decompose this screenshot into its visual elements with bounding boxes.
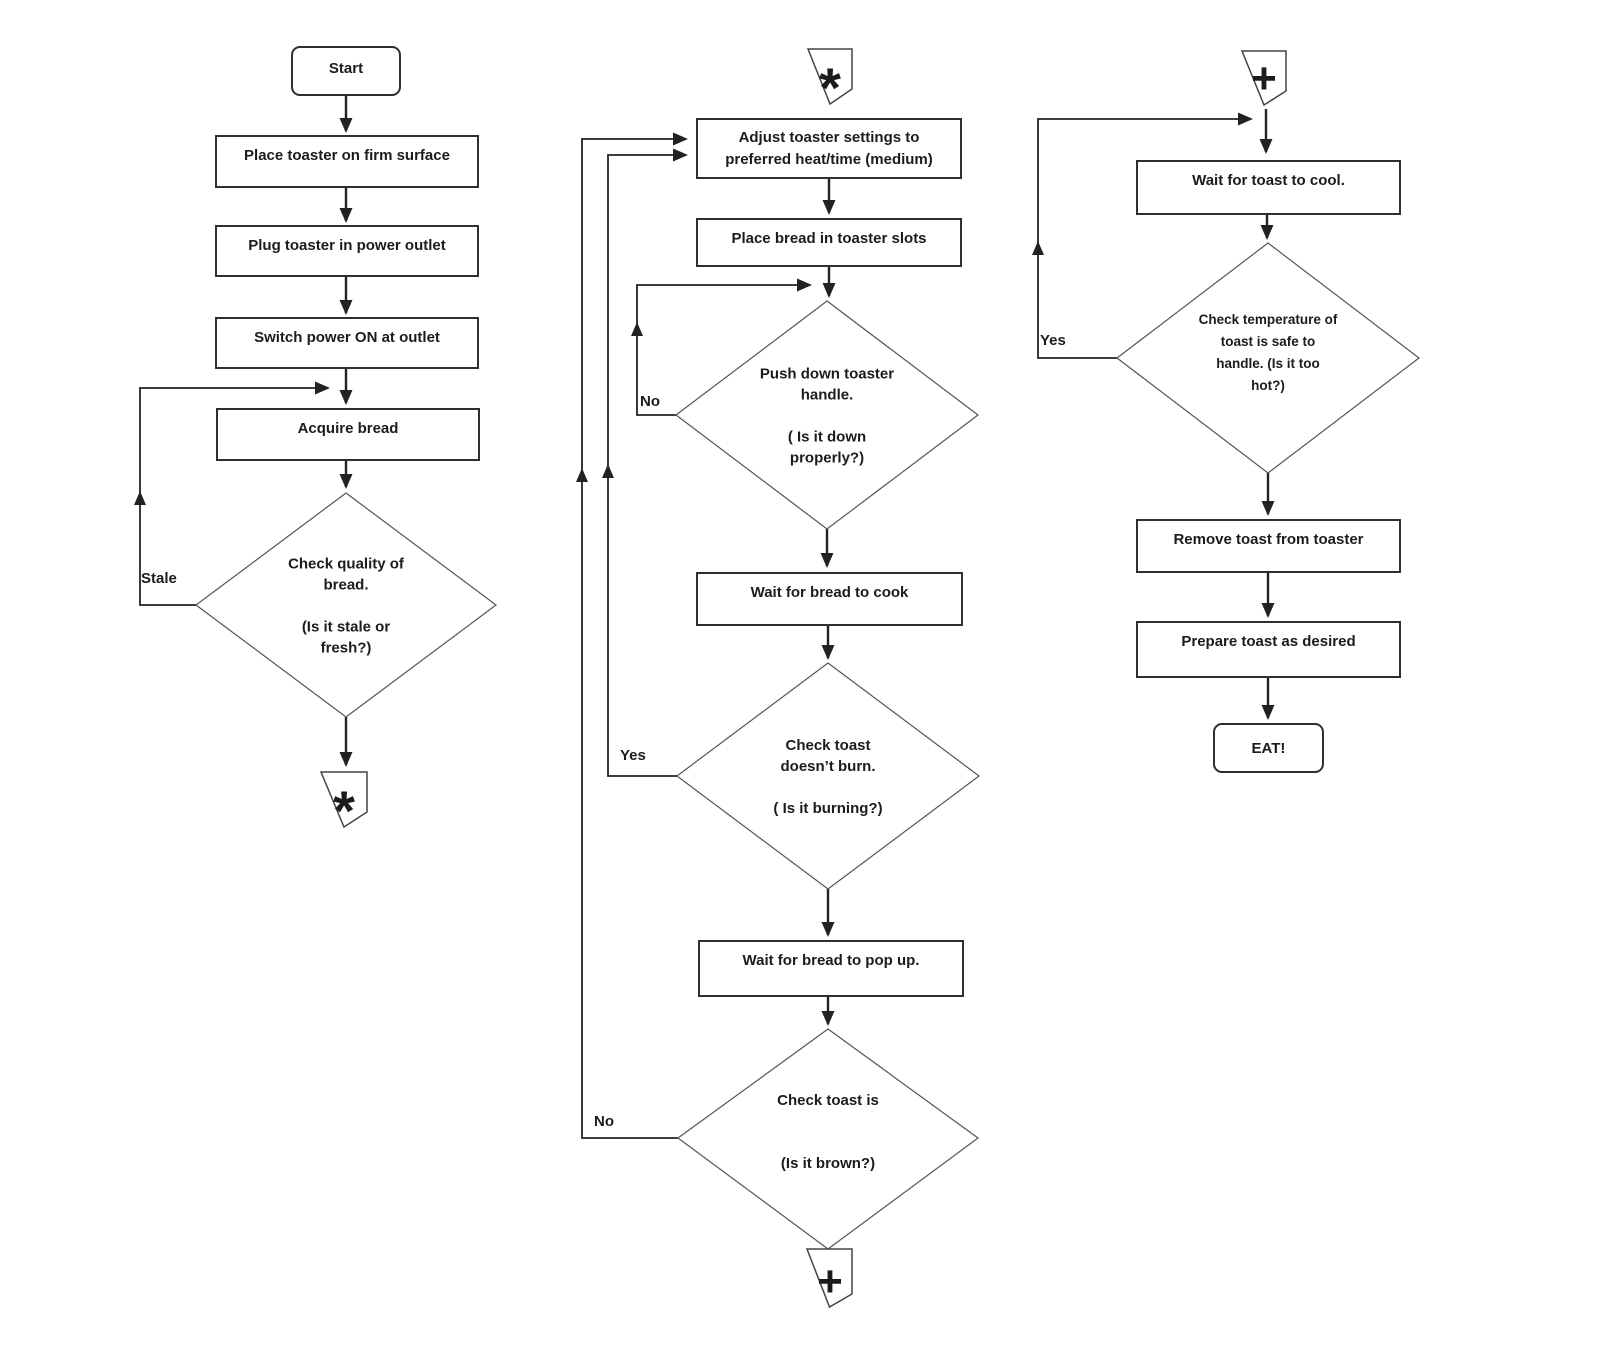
process-place-bread: Place bread in toaster slots xyxy=(696,218,962,267)
decision-check-temperature-shape xyxy=(1116,242,1420,474)
process-acquire-bread: Acquire bread xyxy=(216,408,480,461)
decision-check-bread-quality-shape xyxy=(194,492,498,718)
decision-push-handle-shape xyxy=(675,300,979,530)
edge-label-yes-too-hot: Yes xyxy=(1040,332,1066,349)
offpage-connectors: * * + + xyxy=(319,48,1287,1309)
process-adjust-settings: Adjust toaster settings to preferred hea… xyxy=(696,118,962,179)
decision-check-brown-label: Check toast is (Is it brown?) xyxy=(777,1092,879,1172)
process-wait-pop-up: Wait for bread to pop up. xyxy=(698,940,964,997)
connector-plus-out-shape xyxy=(805,1248,853,1309)
process-prepare-toast: Prepare toast as desired xyxy=(1136,621,1401,678)
edge-label-no-brown: No xyxy=(594,1113,614,1130)
plus-icon: + xyxy=(817,1257,843,1306)
process-switch-power: Switch power ON at outlet xyxy=(215,317,479,369)
decision-check-temperature-label: Check temperature of toast is safe to ha… xyxy=(1198,312,1338,393)
process-wait-cool: Wait for toast to cool. xyxy=(1136,160,1401,215)
terminator-eat: EAT! xyxy=(1213,723,1324,773)
decision-shapes xyxy=(194,242,1420,1250)
flow-arrows xyxy=(339,96,1275,1026)
edge-label-stale: Stale xyxy=(141,570,177,587)
process-place-toaster: Place toaster on firm surface xyxy=(215,135,479,188)
connector-star-in-shape xyxy=(806,48,853,106)
edge-label-yes-burning: Yes xyxy=(620,747,646,764)
feedback-loops xyxy=(134,112,1253,1139)
star-icon: * xyxy=(819,56,841,119)
decision-check-burn-label: Check toast doesn’t burn. ( Is it burnin… xyxy=(773,737,883,817)
process-plug-toaster: Plug toaster in power outlet xyxy=(215,225,479,277)
decision-check-bread-quality-label: Check quality of bread. (Is it stale or … xyxy=(288,555,404,657)
plus-icon: + xyxy=(1251,54,1277,103)
decision-push-handle-label: Push down toaster handle. ( Is it down p… xyxy=(759,365,895,467)
connector-star-out-shape xyxy=(319,771,368,829)
process-wait-cook: Wait for bread to cook xyxy=(696,572,963,626)
decision-check-burn-shape xyxy=(675,662,981,890)
edge-label-no-handle: No xyxy=(640,393,660,410)
process-remove-toast: Remove toast from toaster xyxy=(1136,519,1401,573)
connector-plus-in-shape xyxy=(1240,50,1287,107)
terminator-start: Start xyxy=(291,46,401,96)
star-icon: * xyxy=(333,779,355,842)
